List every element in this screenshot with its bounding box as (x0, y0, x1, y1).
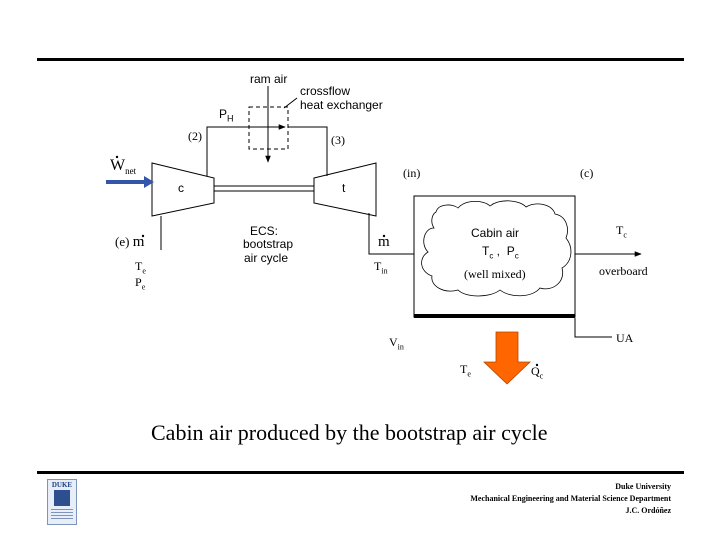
t-e-subscript: e (142, 266, 146, 276)
ecs-label-line3: air cycle (244, 251, 289, 265)
compressor-label: c (178, 181, 184, 195)
p-e-symbol: P (135, 275, 142, 289)
m-dot-e (141, 234, 145, 238)
footer-author: J.C. Ordóñez (625, 506, 671, 515)
crossflow-pointer (283, 97, 298, 109)
overboard-label: overboard (599, 264, 648, 278)
cabin-air-cloud (421, 200, 572, 297)
t-c-symbol: T (482, 244, 490, 258)
state-2-label: (2) (188, 129, 202, 143)
work-arrow-head (144, 176, 154, 188)
state-in-label: (in) (403, 166, 421, 180)
cabin-state-label: Tc , Pc (482, 244, 519, 260)
pipe-compressor-to-hx (206, 126, 249, 176)
t-e-bottom-label: Te (460, 362, 471, 378)
t-e-bottom-subscript: e (467, 369, 471, 379)
t-e-label: Te (135, 259, 146, 275)
w-symbol: W (110, 157, 126, 174)
ecs-label-line2: bootstrap (243, 237, 294, 251)
w-subscript: net (125, 166, 137, 177)
t-c-subscript: c (489, 251, 494, 261)
pipe-turbine-to-cabin (368, 213, 398, 255)
heat-loss-arrow (483, 331, 531, 385)
t-in-label: Tin (374, 259, 388, 275)
turbine-label: t (342, 181, 346, 195)
t-in-subscript: in (381, 266, 388, 276)
state-e-text: (e) (115, 234, 130, 249)
t-c-outlet-label: Tc (616, 223, 627, 239)
duke-logo-lines (51, 509, 73, 521)
cabin-box (413, 195, 576, 318)
p-h-subscript: H (227, 113, 234, 124)
mass-flow-symbol-e: m (132, 234, 145, 250)
t-in-symbol: T (374, 259, 382, 273)
ecs-label-line1: ECS: (250, 224, 279, 238)
v-in-symbol: V (389, 335, 398, 349)
pipe-hx-to-turbine (288, 126, 328, 176)
state-c-label: (c) (580, 166, 594, 180)
state-e-mass-flow-label: (e) m (115, 234, 144, 251)
p-h-symbol: P (219, 107, 228, 121)
heat-loss-label: Qc (531, 364, 543, 380)
cabin-air-label: Cabin air (471, 226, 520, 240)
w-dot (115, 155, 119, 159)
ua-pointer (574, 318, 612, 338)
high-pressure-label: PH (219, 107, 234, 123)
t-e-bottom-symbol: T (460, 362, 468, 376)
q-c-symbol: Q (531, 364, 540, 378)
top-rule (37, 58, 684, 61)
ua-label: UA (616, 331, 634, 345)
t-c-out-subscript: c (623, 230, 627, 240)
t-e-symbol: T (135, 259, 143, 273)
q-dot (535, 363, 539, 367)
slide-caption: Cabin air produced by the bootstrap air … (151, 420, 548, 445)
v-in-subscript: in (397, 342, 404, 352)
q-c-subscript: c (539, 371, 544, 381)
v-in-label: Vin (389, 335, 404, 351)
mass-flow-in-label: m (378, 234, 390, 250)
t-c-p-c-separator: , (493, 244, 507, 258)
footer-department: Mechanical Engineering and Material Scie… (470, 494, 671, 503)
ram-air-label: ram air (250, 72, 288, 86)
p-e-label: Pe (135, 275, 145, 291)
state-3-label: (3) (331, 133, 345, 147)
crossflow-label: crossflow (300, 84, 351, 98)
turbine-shape (313, 162, 377, 217)
t-c-out-symbol: T (616, 223, 624, 237)
heat-exchanger-label: heat exchanger (300, 98, 383, 112)
m-dot-in (382, 234, 386, 238)
p-c-subscript: c (514, 251, 519, 261)
net-work-label: Wnet (110, 157, 136, 176)
bottom-rule (37, 471, 684, 474)
duke-logo-chapel-icon (54, 490, 70, 506)
p-c-symbol: P (506, 244, 515, 258)
footer-university: Duke University (615, 482, 671, 491)
duke-logo: DUKE (47, 479, 77, 525)
p-e-subscript: e (141, 282, 146, 292)
well-mixed-label: (well mixed) (464, 267, 526, 281)
compressor-shape (151, 162, 215, 217)
duke-logo-word: DUKE (51, 481, 73, 489)
